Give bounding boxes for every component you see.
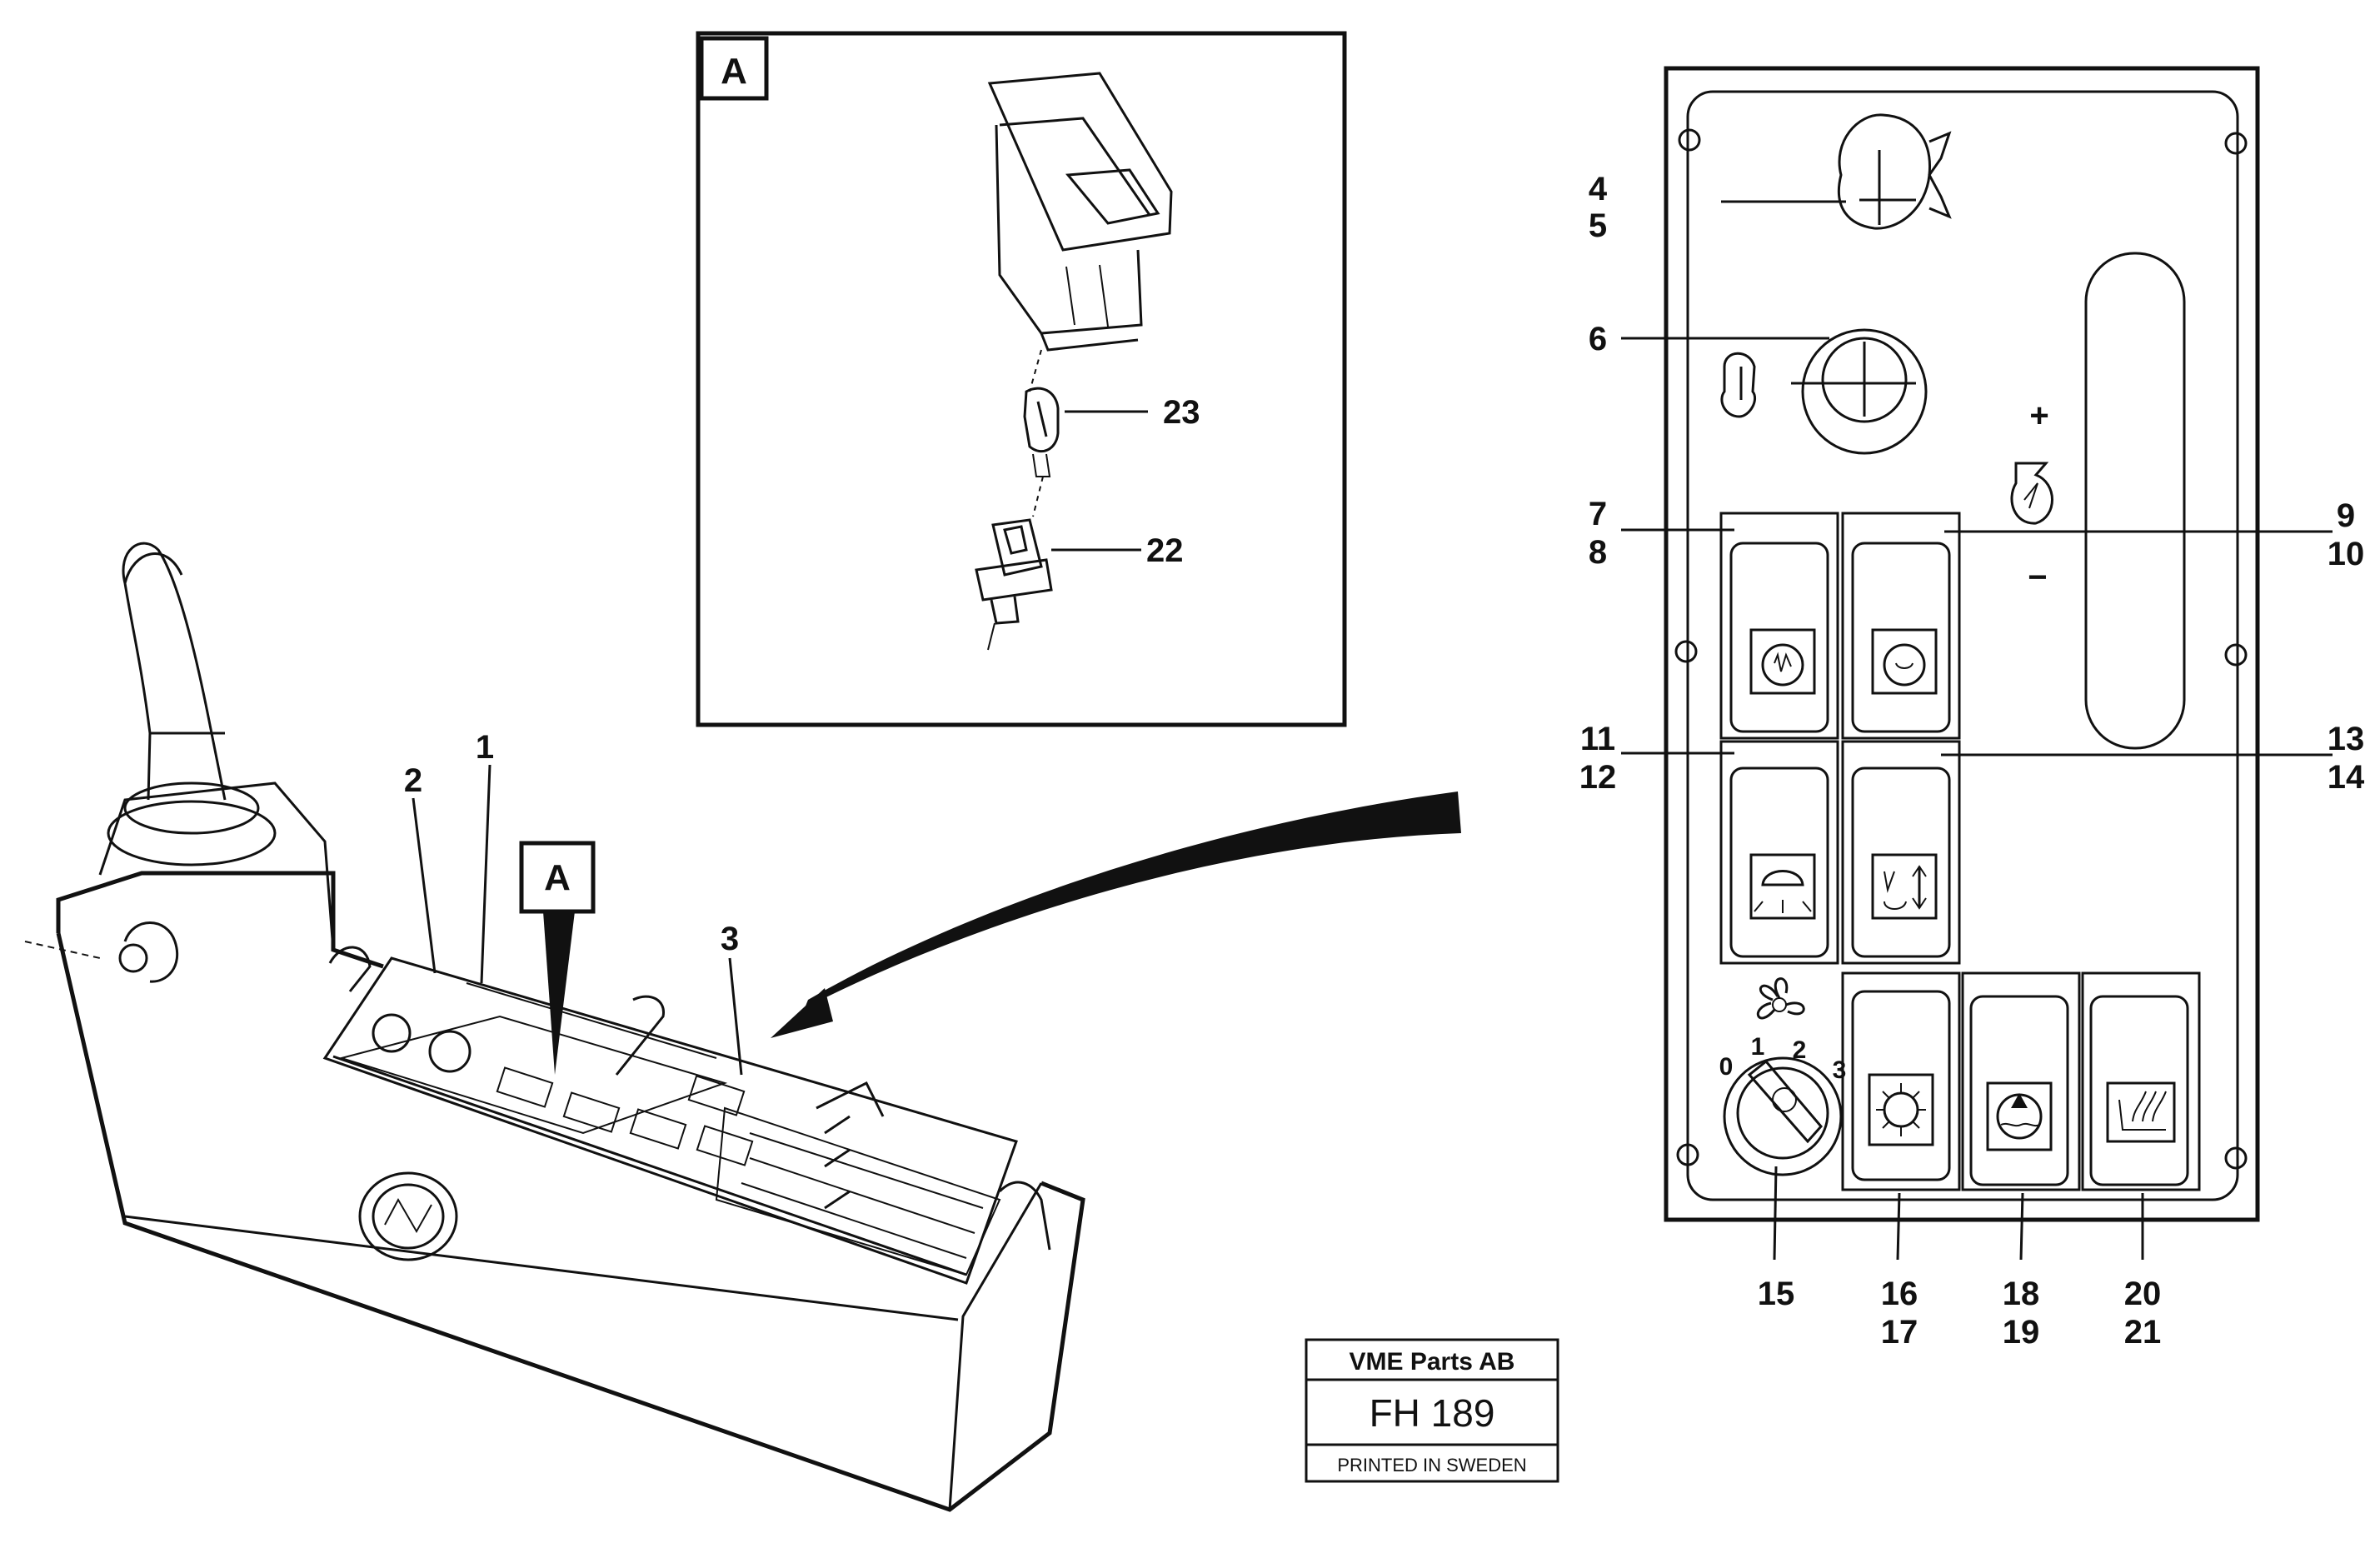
- callout-16: 16: [1881, 1276, 1918, 1312]
- callout-19: 19: [2003, 1314, 2040, 1351]
- callout-9: 9: [2337, 497, 2355, 534]
- rocker-switch-drawing: [987, 72, 1173, 392]
- title-block-code: FH 189: [1370, 1391, 1495, 1435]
- console-detail-a-tag: A: [544, 857, 571, 898]
- callout-12: 12: [1579, 759, 1617, 796]
- fan-pos-3: 3: [1833, 1056, 1847, 1084]
- title-block-footer: PRINTED IN SWEDEN: [1337, 1455, 1526, 1476]
- zoom-arrow: [771, 791, 1461, 1038]
- callout-14: 14: [2328, 759, 2365, 796]
- fan-pos-2: 2: [1793, 1036, 1807, 1064]
- callout-17: 17: [1881, 1314, 1918, 1351]
- control-console-drawing: 1 2 3 A: [24, 542, 1085, 1512]
- detail-a-view: A 23 22: [696, 31, 1347, 727]
- callout-20: 20: [2124, 1276, 2162, 1312]
- fan-pos-0: 0: [1719, 1053, 1734, 1081]
- callout-6: 6: [1589, 321, 1607, 357]
- callout-15: 15: [1758, 1276, 1795, 1312]
- terminal-22-drawing: 22: [975, 518, 1184, 651]
- fan-icon: [1756, 977, 1805, 1020]
- switch-panel-drawing: 4 5 6 + − 7 8 9 10: [1579, 66, 2365, 1351]
- callout-13: 13: [2328, 721, 2365, 757]
- detail-a-tag: A: [721, 51, 747, 92]
- callout-22: 22: [1146, 532, 1184, 569]
- plus-sign: +: [2029, 397, 2048, 434]
- callout-1: 1: [476, 729, 494, 766]
- minus-sign: −: [2028, 559, 2047, 596]
- terminal-23-drawing: 23: [1023, 387, 1200, 517]
- callout-5: 5: [1589, 207, 1607, 244]
- callout-11: 11: [1580, 721, 1615, 757]
- callout-18: 18: [2003, 1276, 2040, 1312]
- fan-pos-1: 1: [1751, 1033, 1765, 1061]
- title-block: VME Parts AB FH 189 PRINTED IN SWEDEN: [1305, 1338, 1559, 1483]
- callout-2: 2: [404, 762, 422, 799]
- callout-7: 7: [1589, 496, 1607, 532]
- callout-4: 4: [1589, 171, 1608, 207]
- callout-21: 21: [2124, 1314, 2162, 1351]
- callout-3: 3: [721, 921, 739, 957]
- callout-10: 10: [2328, 536, 2365, 572]
- callout-8: 8: [1589, 534, 1607, 571]
- title-block-company: VME Parts AB: [1350, 1348, 1515, 1376]
- callout-23: 23: [1163, 394, 1200, 431]
